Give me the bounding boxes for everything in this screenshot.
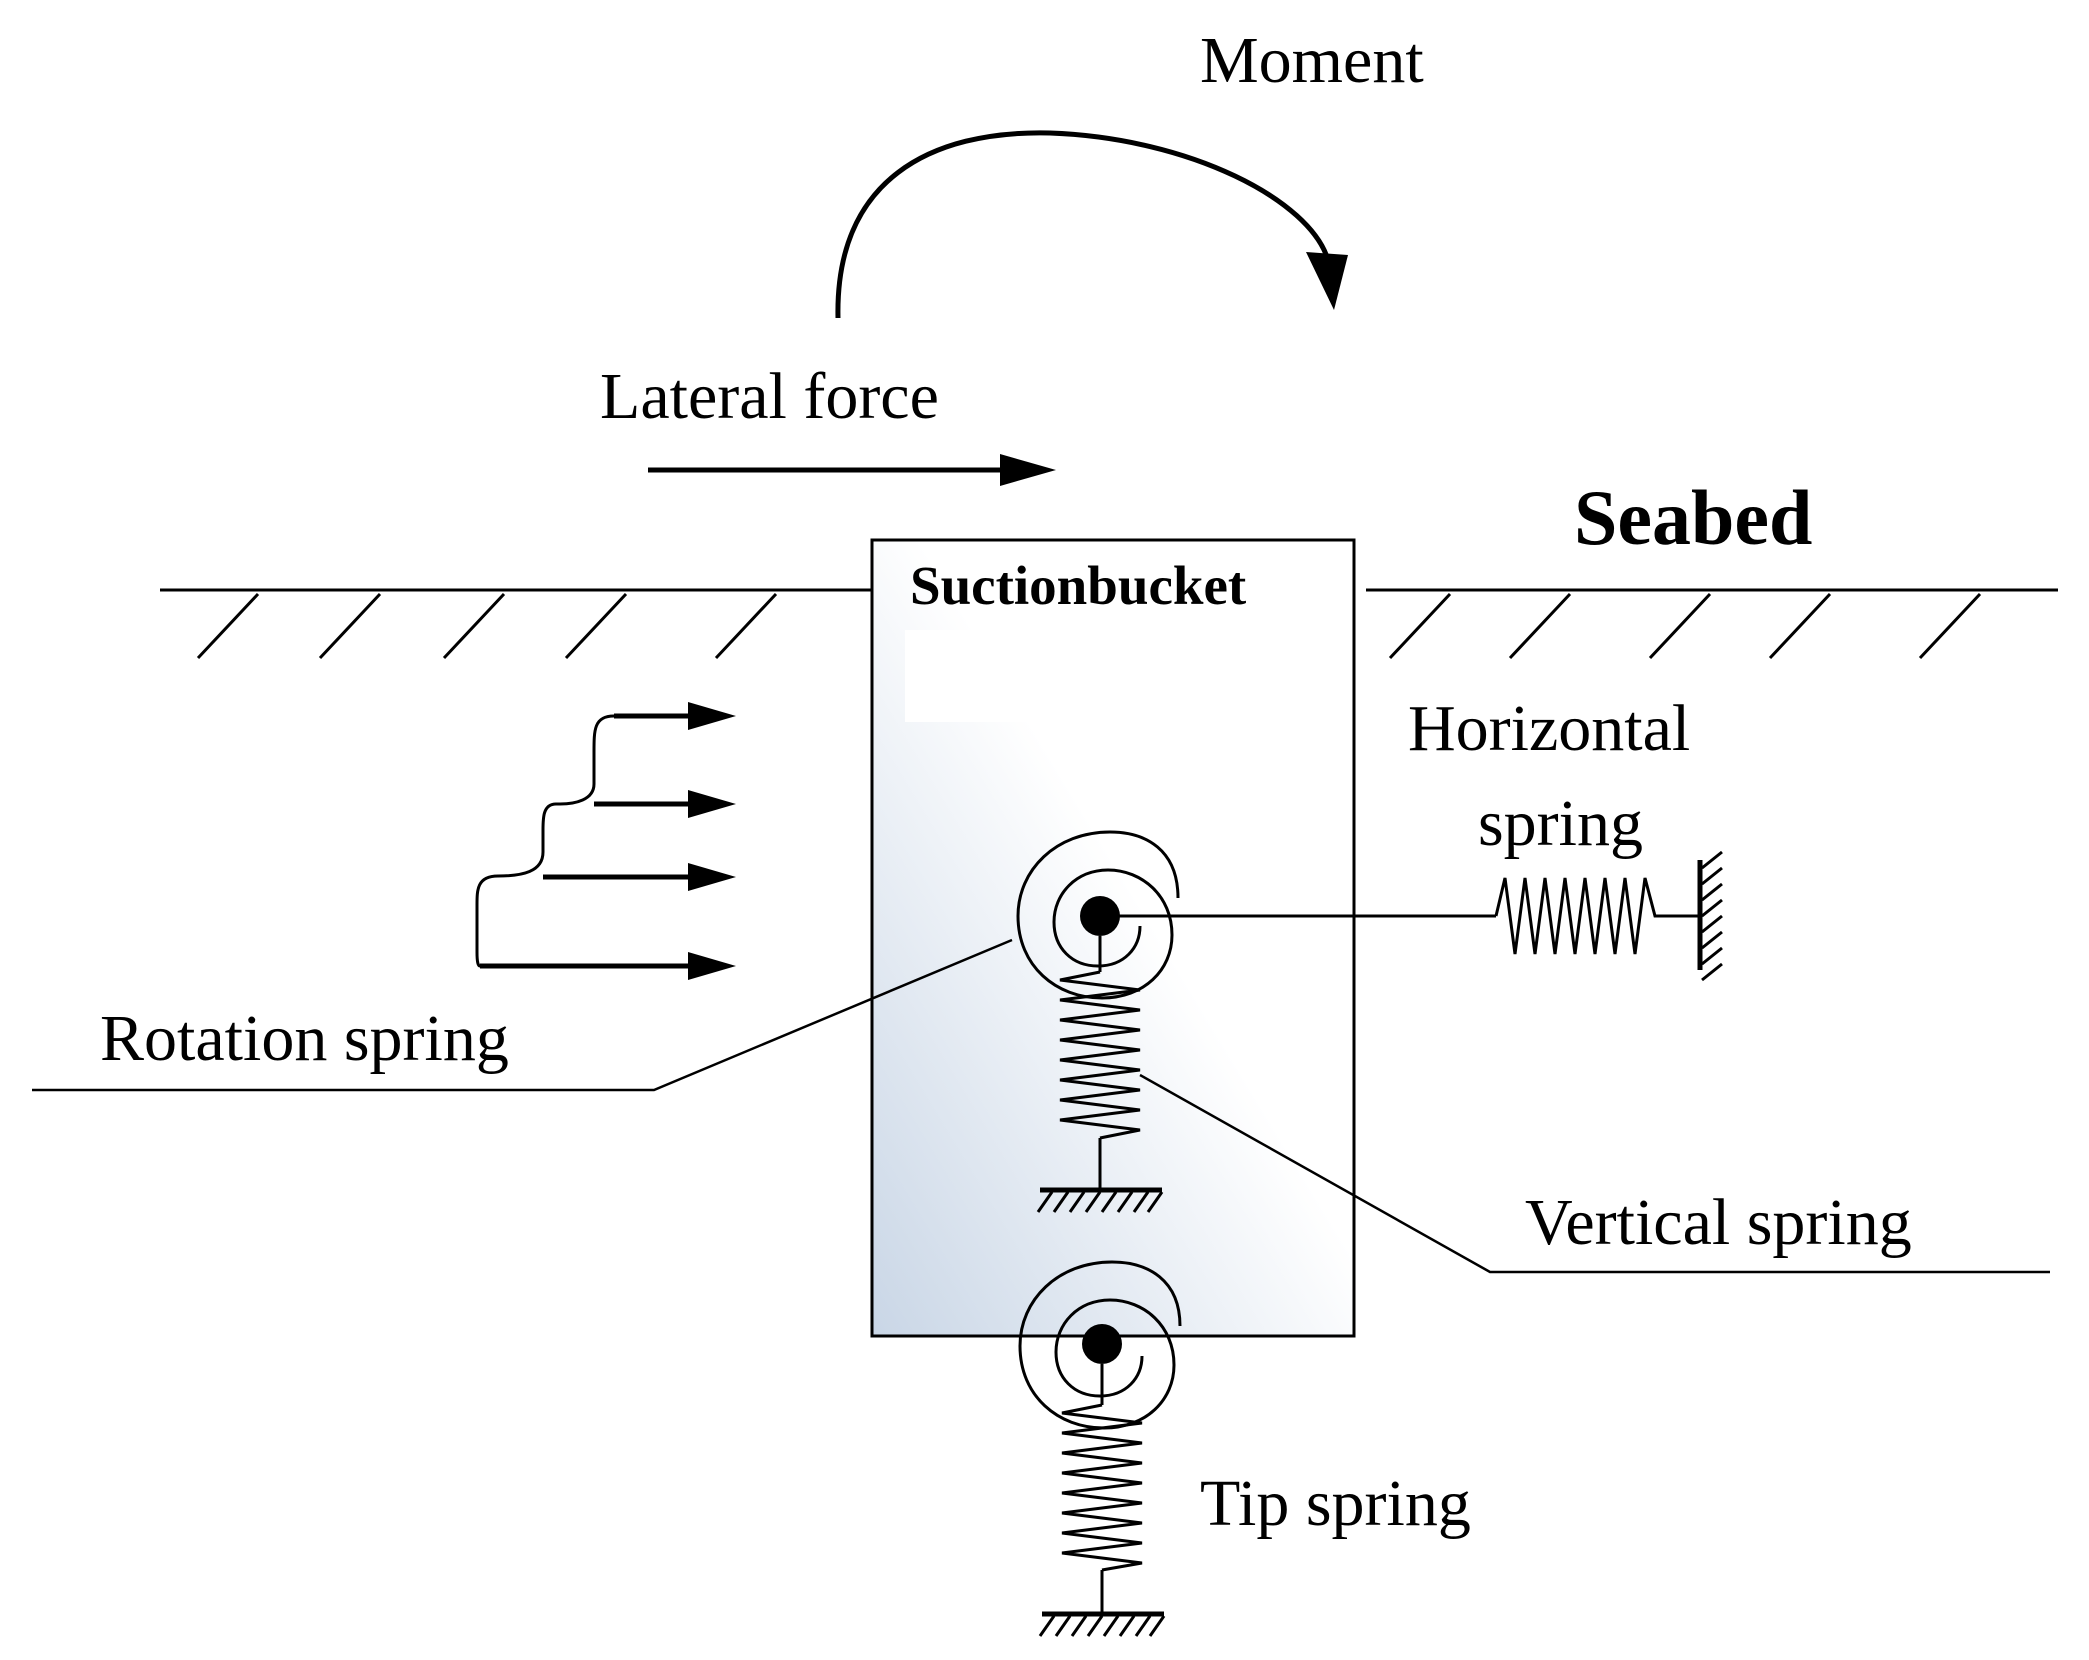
tip-spring-icon xyxy=(1038,1364,1166,1637)
seabed-label: Seabed xyxy=(1574,474,1812,561)
lateral-force-arrow xyxy=(648,454,1056,486)
rotation-spring-leader-line xyxy=(32,938,1013,1092)
bucket-label-mask xyxy=(905,630,1160,722)
rotation-spring-label: Rotation spring xyxy=(100,1002,509,1075)
suction-bucket-label: Suctionbucket xyxy=(910,555,1247,616)
horizontal-spring-label-line2: spring xyxy=(1478,787,1643,860)
lateral-force-label: Lateral force xyxy=(600,360,939,433)
horizontal-spring-label-line1: Horizontal xyxy=(1408,692,1690,765)
tip-rotation-spring-icon xyxy=(1018,1260,1182,1430)
soil-pressure-arrows xyxy=(475,702,736,980)
moment-label: Moment xyxy=(1200,24,1424,97)
moment-arrow xyxy=(835,130,1348,319)
horizontal-spring-icon xyxy=(1100,850,1723,982)
vertical-spring-icon xyxy=(1036,936,1164,1213)
tip-spring-label: Tip spring xyxy=(1200,1467,1471,1540)
vertical-spring-label: Vertical spring xyxy=(1525,1186,1912,1259)
vertical-spring-leader-line xyxy=(1139,1073,2050,1274)
seabed-ground-line xyxy=(160,588,2058,660)
